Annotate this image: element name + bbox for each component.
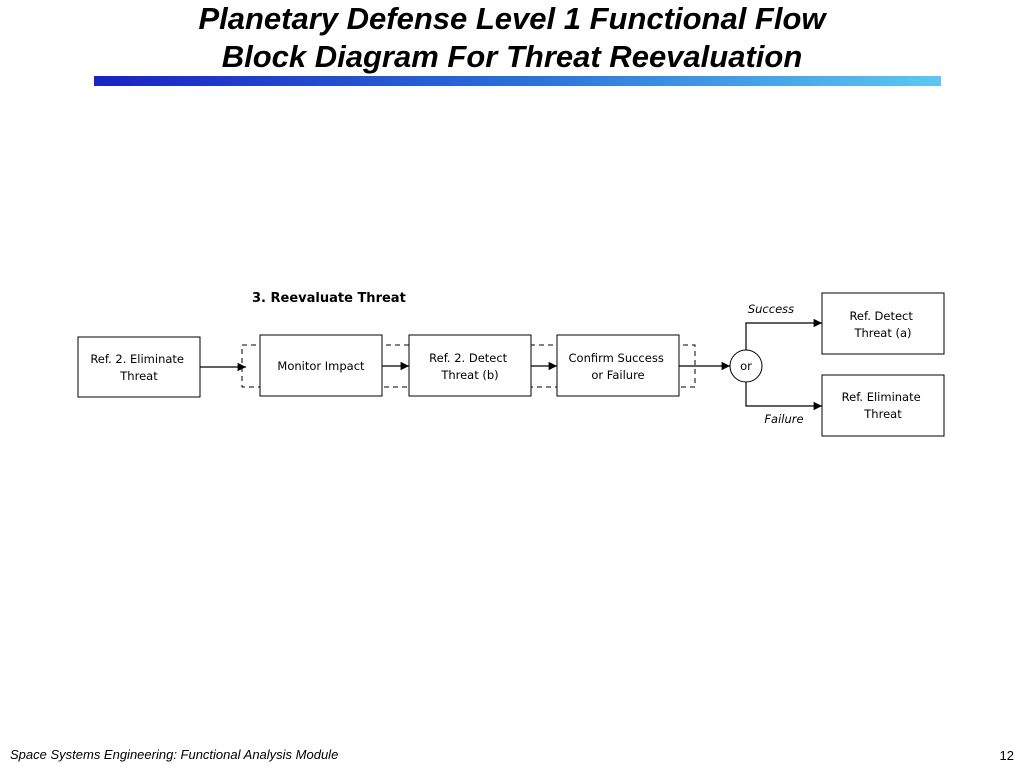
- footer-module-name: Space Systems Engineering: Functional An…: [10, 747, 339, 762]
- block-ref-eliminate-threat-final-label: Ref. Eliminate Threat: [842, 390, 925, 421]
- slide-title: Planetary Defense Level 1 Functional Flo…: [0, 0, 1024, 76]
- arrow-failure-branch: [745, 382, 822, 411]
- block-ref-eliminate-threat-label: Ref. 2. Eliminate Threat: [90, 352, 187, 383]
- block-ref-eliminate-threat: [77, 336, 201, 398]
- block-ref-detect-threat-a: [821, 292, 945, 355]
- success-branch-label: Success: [748, 302, 794, 316]
- section-label: 3. Reevaluate Threat: [252, 291, 406, 306]
- block-ref-detect-threat-a-label: Ref. Detect Threat (a): [849, 309, 916, 340]
- block-ref-detect-threat-b-label: Ref. 2. Detect Threat (b): [429, 351, 511, 382]
- title-gradient-bar: [94, 76, 941, 86]
- failure-branch-label: Failure: [764, 412, 803, 426]
- or-junction-label: or: [740, 359, 752, 373]
- block-ref-eliminate-threat-final: [821, 374, 945, 437]
- block-confirm-success-or-failure-label: Confirm Success or Failure: [569, 351, 668, 382]
- page-number: 12: [999, 748, 1014, 763]
- block-ref-detect-threat-b: [408, 334, 532, 397]
- slide-title-line-1: Planetary Defense Level 1 Functional Flo…: [198, 1, 826, 36]
- block-monitor-impact-label: Monitor Impact: [277, 359, 365, 373]
- block-confirm-success-or-failure: [556, 334, 680, 397]
- arrow-success-branch: [745, 318, 822, 350]
- slide-title-line-2: Block Diagram For Threat Reevaluation: [221, 39, 803, 74]
